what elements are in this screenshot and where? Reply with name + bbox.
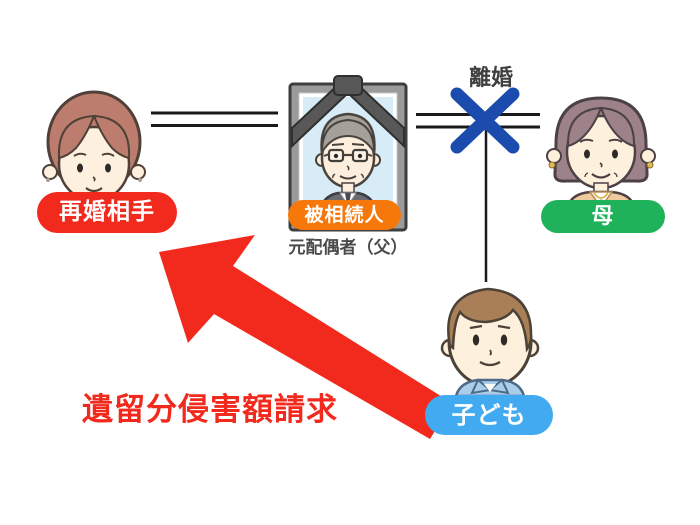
mother-label: 母 <box>541 200 665 233</box>
child-illustration <box>440 287 540 396</box>
remarriage-partner-label: 再婚相手 <box>37 192 177 233</box>
child-label: 子ども <box>425 395 553 435</box>
claim-text: 遺留分侵害額請求 <box>82 392 338 428</box>
decedent-memorial-photo-illustration <box>288 75 408 232</box>
decedent-label: 被相続人 <box>288 200 401 230</box>
divorce-x-mark <box>450 87 520 154</box>
decedent-sublabel: 元配偶者（父） <box>288 238 408 258</box>
divorce-label: 離婚 <box>468 66 513 91</box>
marriage-line-left <box>151 111 278 127</box>
mourning-ribbon-knot <box>333 75 363 96</box>
